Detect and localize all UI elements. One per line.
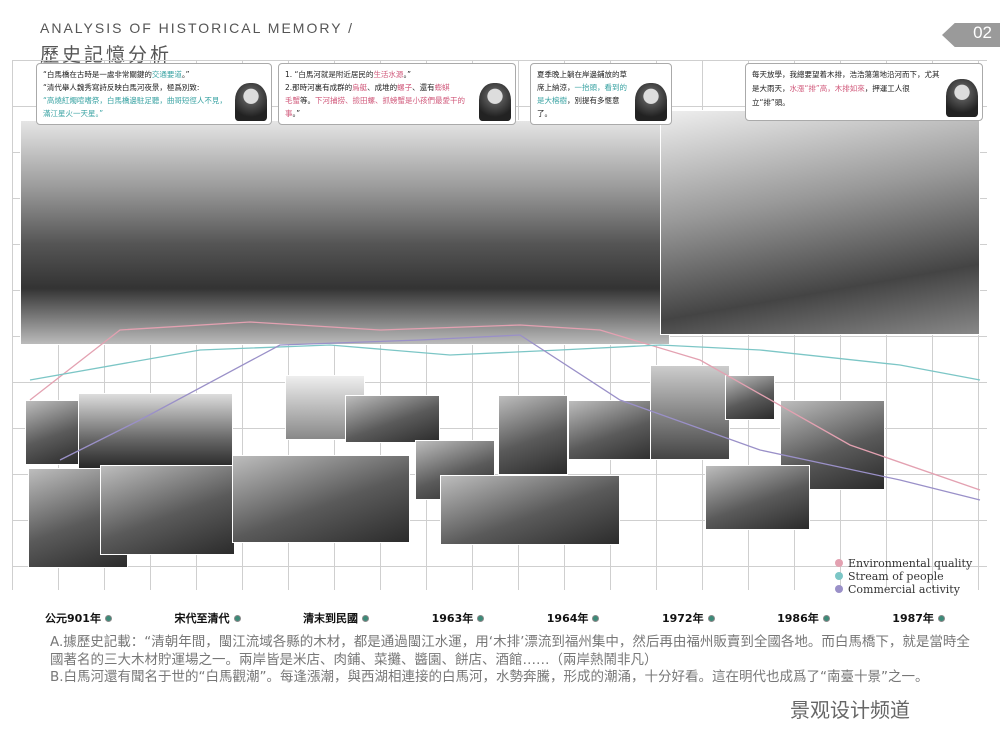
- timeline-dot: [477, 615, 485, 622]
- quote-highlight: 、撿田螺、抓螃蟹是小孩們最愛干的事: [285, 96, 465, 118]
- interviewee-avatar: [235, 83, 267, 121]
- collage-photo: [78, 393, 233, 471]
- legend-swatch: [835, 585, 843, 593]
- collage-photo: [100, 465, 235, 555]
- interviewee-avatar: [635, 83, 667, 121]
- timeline-dot: [707, 615, 715, 622]
- quote-text: 、成堆的: [367, 83, 398, 92]
- timeline-item: 1986年: [777, 610, 830, 626]
- quote-text: 1. “白馬河就是附近居民的: [285, 70, 374, 79]
- quote-text: 每天放學，我總要望着木排，浩浩蕩蕩地沿河而下，尤其是大雨天，: [752, 70, 940, 93]
- title-english: ANALYSIS OF HISTORICAL MEMORY /: [40, 20, 355, 36]
- legend-swatch: [835, 559, 843, 567]
- quote-text: 。”: [403, 70, 412, 79]
- quote-highlight: 生活水源: [373, 70, 404, 79]
- commercial-activity-line: [59, 334, 981, 501]
- page-number-badge: 02: [942, 23, 1000, 47]
- timeline-label: 公元901年: [45, 612, 101, 625]
- legend-label: Commercial activity: [848, 583, 960, 596]
- timeline-dot: [822, 615, 830, 622]
- timeline-label: 1986年: [777, 612, 819, 625]
- legend-item: Environmental quality: [835, 557, 972, 570]
- quote-highlight: 下河捕捞: [315, 96, 345, 105]
- quote-highlight: “高燒紅燭喧嗜祭，白馬橋邊駐足聽，曲哥短徑人不見，滿江星火一天星。”: [43, 96, 227, 118]
- timeline-label: 1963年: [431, 612, 474, 625]
- timeline-item: 1972年: [662, 610, 715, 626]
- quote-highlight: 交通要道: [151, 70, 182, 79]
- timeline-item: 公元901年: [45, 610, 112, 626]
- timeline-item: 1964年: [547, 610, 600, 626]
- timeline-item: 宋代至清代: [175, 610, 241, 626]
- collage-photo: [440, 475, 620, 545]
- quote-text: 等。: [300, 96, 315, 105]
- quote-text: 。”: [292, 109, 301, 118]
- timeline-dot: [104, 615, 112, 622]
- chart-legend: Environmental quality Stream of people C…: [835, 557, 972, 596]
- quote-bubble-4: 每天放學，我總要望着木排，浩浩蕩蕩地沿河而下，尤其是大雨天，水漲“排”高，木排如…: [745, 63, 983, 121]
- interviewee-avatar: [479, 83, 511, 121]
- quote-text: ，別提有多愜意了。: [537, 96, 620, 118]
- collage-photo: [345, 395, 440, 443]
- paragraph-a: A.據歷史記載：“清朝年間，閩江流域各縣的木材，都是通過閩江水運，用‘木排’漂流…: [50, 634, 970, 668]
- timeline-label: 1987年: [892, 612, 934, 625]
- collage-photo: [498, 395, 568, 475]
- timeline-item: 清末到民國: [303, 610, 370, 626]
- collage-photo: [650, 365, 730, 460]
- timeline: 公元901年 宋代至清代 清末到民國 1963年 1964年 1972年 198…: [45, 610, 945, 626]
- paragraph-b: B.白馬河還有聞名于世的“白馬觀潮”。每逢漲潮，與西湖相連接的白馬河，水勢奔騰，…: [50, 669, 929, 685]
- timeline-item: 1987年: [892, 610, 945, 626]
- quote-text: 、還有: [412, 83, 435, 92]
- quote-bubble-2: 1. “白馬河就是附近居民的生活水源。” 2.那時河裏有成群的烏艇、成堆的螺子、…: [278, 63, 516, 125]
- quote-highlight: 烏艇: [352, 83, 368, 92]
- quote-highlight: 水漲“排”高，木排如來: [789, 84, 865, 93]
- stream-of-people-line: [29, 344, 981, 381]
- watermark: 景观设计频道: [790, 698, 910, 722]
- quote-text: 夏季晚上躺在岸邊鋪放的草席上納涼，: [537, 70, 627, 92]
- timeline-label: 宋代至清代: [174, 612, 230, 625]
- quote-bubble-1: “白馬橋在古時是一處非常關鍵的交通要道。” “清代舉人魏秀寫詩反映白馬河夜景，極…: [36, 63, 272, 125]
- environmental-quality-line: [29, 321, 981, 491]
- legend-label: Environmental quality: [848, 557, 973, 570]
- quote-highlight: 毛蟹: [285, 96, 300, 105]
- collage-photo: [705, 465, 810, 530]
- timeline-label: 清末到民國: [303, 612, 359, 625]
- quote-text: “白馬橋在古時是一處非常關鍵的: [43, 70, 152, 79]
- quote-text: 。”: [181, 70, 190, 79]
- timeline-dot: [362, 615, 370, 622]
- interviewee-avatar: [946, 79, 978, 117]
- collage-photo: [232, 455, 410, 543]
- quote-bubble-3: 夏季晚上躺在岸邊鋪放的草席上納涼，一抬頭，看到的是大榕樹，別提有多愜意了。: [530, 63, 672, 125]
- legend-item: Stream of people: [835, 570, 972, 583]
- timeline-label: 1964年: [546, 612, 589, 625]
- quote-text: 2.那時河裏有成群的: [285, 83, 353, 92]
- legend-item: Commercial activity: [835, 583, 972, 596]
- history-description: A.據歷史記載：“清朝年間，閩江流域各縣的木材，都是通過閩江水運，用‘木排’漂流…: [50, 634, 970, 687]
- river-boats-photo: [660, 110, 980, 335]
- bridge-photo: [20, 120, 670, 345]
- timeline-label: 1972年: [661, 612, 704, 625]
- timeline-item: 1963年: [432, 610, 485, 626]
- quote-highlight: 一抬頭，看到的是大榕樹: [537, 83, 627, 105]
- timeline-dot: [233, 615, 241, 622]
- timeline-dot: [937, 615, 945, 622]
- legend-swatch: [835, 572, 843, 580]
- quote-highlight: 蟛蜞: [434, 83, 450, 92]
- legend-label: Stream of people: [848, 570, 944, 583]
- quote-highlight: 螺子: [397, 83, 413, 92]
- quote-text: ，押運工人很立“排”頭。: [752, 84, 910, 107]
- quote-text: “清代舉人魏秀寫詩反映白馬河夜景，極爲別致:: [43, 83, 200, 92]
- timeline-dot: [592, 615, 600, 622]
